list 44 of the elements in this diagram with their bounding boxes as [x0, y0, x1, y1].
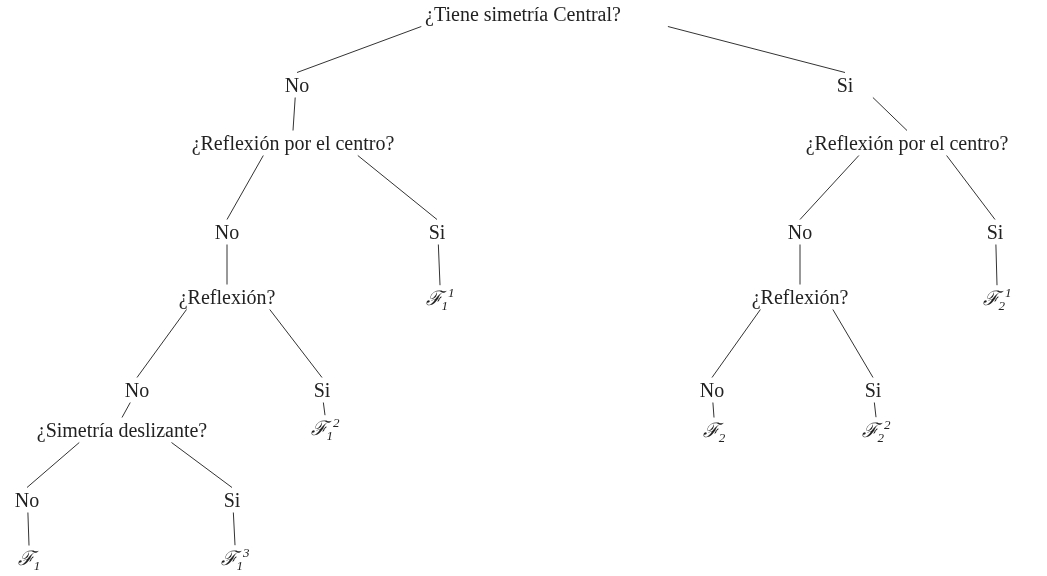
- tree-label: ¿Simetría deslizante?: [36, 418, 208, 442]
- connector-line: [667, 26, 846, 73]
- tree-label: Si: [986, 220, 1004, 244]
- connector-line: [872, 97, 908, 131]
- connector-line: [946, 155, 996, 220]
- tree-label: Si: [223, 488, 241, 512]
- connector-line: [27, 512, 30, 547]
- math-label: ℱ$_{2}$: [702, 418, 726, 446]
- tree-label: Si: [864, 378, 882, 402]
- tree-label: Si: [313, 378, 331, 402]
- tree-label: No: [787, 220, 813, 244]
- tree-label: ¿Reflexión?: [751, 285, 849, 309]
- connector-line: [712, 402, 715, 419]
- tree-label: No: [214, 220, 240, 244]
- tree-label: ¿Reflexión por el centro?: [805, 131, 1009, 155]
- tree-label: No: [14, 488, 40, 512]
- connector-line: [226, 155, 264, 220]
- tree-label: Si: [836, 73, 854, 97]
- connector-line: [437, 244, 441, 286]
- connector-line: [171, 442, 233, 488]
- connector-line: [296, 26, 422, 73]
- connector-line: [832, 309, 874, 378]
- connector-line: [269, 309, 323, 378]
- connector-line: [292, 97, 296, 131]
- connector-line: [873, 402, 877, 418]
- connector-line: [799, 155, 860, 220]
- connector-line: [711, 309, 761, 378]
- tree-label: No: [124, 378, 150, 402]
- tree-label: No: [699, 378, 725, 402]
- math-label: ℱ$_{1}$: [17, 546, 41, 574]
- tree-label: ¿Tiene simetría Central?: [425, 2, 621, 26]
- connector-line: [995, 244, 998, 286]
- connector-line: [136, 309, 187, 378]
- tree-label: ¿Reflexión por el centro?: [191, 131, 395, 155]
- connector-line: [226, 244, 228, 285]
- tree-label: Si: [428, 220, 446, 244]
- connector-line: [799, 244, 801, 285]
- connector-line: [26, 442, 80, 488]
- connector-line: [322, 402, 326, 416]
- connector-line: [121, 402, 131, 418]
- connector-line: [357, 155, 438, 220]
- tree-label: No: [284, 73, 310, 97]
- tree-label: ¿Reflexión?: [178, 285, 276, 309]
- connector-line: [232, 512, 236, 546]
